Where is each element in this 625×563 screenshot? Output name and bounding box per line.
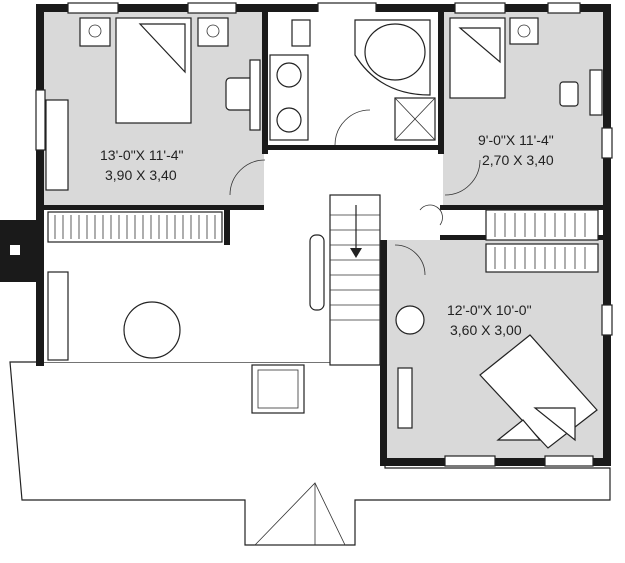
bedroom-right-dim-imperial: 9'-0"X 11'-4": [478, 132, 554, 148]
bedroom-bottom-dim-imperial: 12'-0"X 10'-0": [447, 302, 532, 318]
stair: [329, 194, 381, 366]
bedroom-right-dim-metric: 2,70 X 3,40: [482, 152, 554, 168]
windows: [35, 2, 613, 467]
bedroom-left-dim-metric: 3,90 X 3,40: [105, 167, 177, 183]
bed-bottom: [479, 334, 598, 449]
closet-right: [485, 209, 599, 273]
dresser-left: [45, 99, 69, 191]
bed-right: [449, 17, 539, 99]
desk-right: [559, 69, 603, 116]
bathroom: [268, 12, 438, 146]
desk-chair-left: [225, 59, 261, 131]
bedroom-left-dim-imperial: 13'-0"X 11'-4": [100, 147, 184, 163]
closet-left: [47, 211, 223, 243]
landing: [44, 234, 380, 414]
desk-bottom: [395, 305, 425, 429]
bedroom-bottom-dim-metric: 3,60 X 3,00: [450, 322, 522, 338]
doors: [229, 159, 481, 276]
bed-left: [79, 17, 229, 124]
